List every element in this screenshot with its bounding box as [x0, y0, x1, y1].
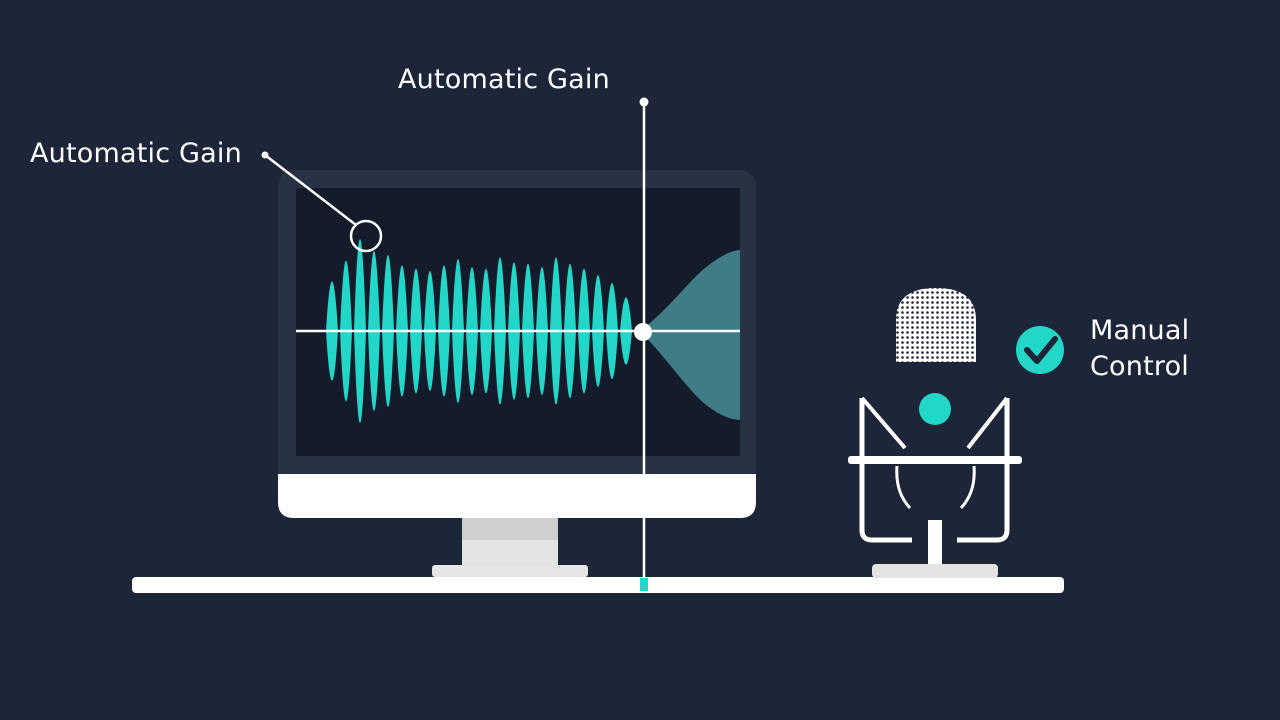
mic-capsule-mesh — [896, 288, 976, 362]
microphone-icon — [848, 288, 1022, 578]
mic-cradle-right — [959, 465, 976, 510]
mic-holder-left — [859, 398, 912, 543]
monitor-stand-neck-shade — [462, 518, 558, 540]
mic-arm-left — [860, 396, 907, 450]
desk-line — [132, 577, 1064, 593]
manual-control-line-2: Control — [1090, 351, 1189, 382]
audio-waveform — [296, 239, 740, 423]
muted-waveform — [640, 250, 740, 420]
callout-leader-line — [264, 154, 357, 226]
automatic-gain-label-left: Automatic Gain — [30, 138, 242, 169]
monitor-chin — [278, 474, 756, 518]
mic-holder-right — [957, 398, 1010, 543]
manual-control-label: Manual Control — [1090, 313, 1189, 385]
gain-marker-top-dot — [639, 97, 649, 107]
mic-stand-base — [872, 564, 998, 578]
manual-control-line-1: Manual — [1090, 315, 1190, 346]
check-circle-icon — [1016, 326, 1064, 374]
mic-crossbar — [848, 456, 1022, 464]
mic-arm-right — [966, 396, 1009, 450]
automatic-gain-label-top: Automatic Gain — [398, 64, 610, 95]
gain-marker-base-accent — [640, 578, 648, 591]
mic-cradle-left — [895, 465, 912, 510]
monitor-stand-foot — [432, 565, 588, 577]
callout-leader-dot — [261, 151, 269, 159]
mic-indicator-dot — [919, 393, 951, 425]
gain-marker-node — [634, 323, 652, 341]
peak-callout-circle — [349, 219, 383, 253]
mic-stand-post — [928, 520, 942, 568]
